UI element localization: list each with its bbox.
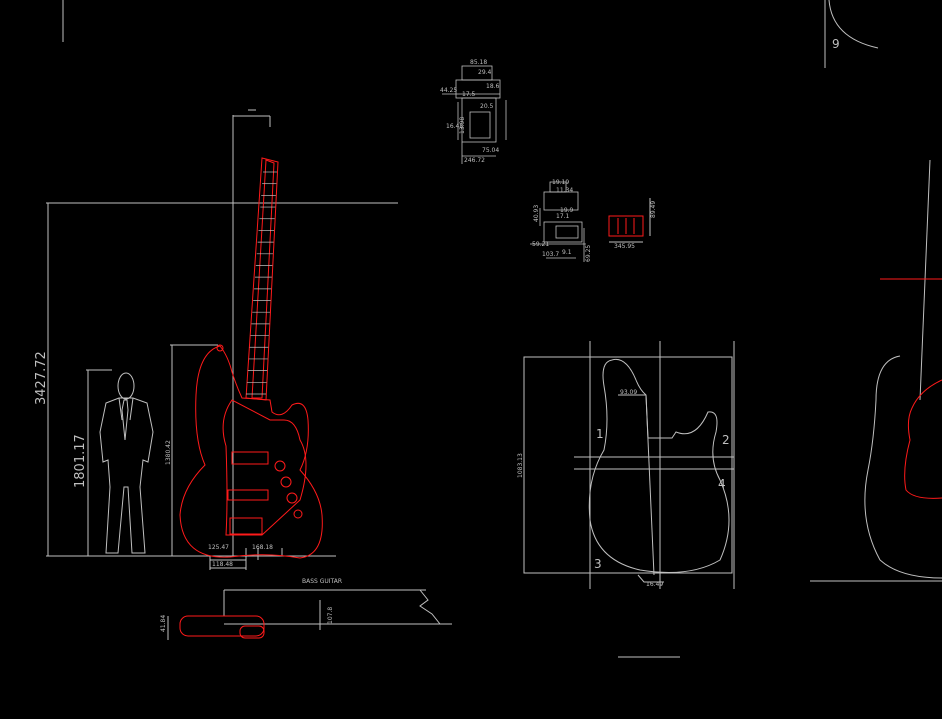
side-view-thickness-label: 41.84 <box>160 615 167 632</box>
bottom-label-1: 125.47 <box>208 544 229 551</box>
width-label: 118.48 <box>212 561 233 568</box>
body-outline-neck-label: 93.09 <box>620 389 637 396</box>
guitar-knob-3 <box>286 492 298 504</box>
side-view-heel <box>239 625 265 639</box>
guitar-jack <box>293 509 303 519</box>
top-detail-label: 85.18 <box>470 59 487 66</box>
region-number-1: 1 <box>596 427 604 441</box>
top-detail-label: 75.04 <box>482 147 499 154</box>
top-detail-label: 20.5 <box>480 103 494 110</box>
mid-detail <box>530 181 586 262</box>
bottom-label-2: 168.18 <box>252 544 273 551</box>
guitar-knob-1 <box>274 460 286 472</box>
red-detail-height-label: 89.49 <box>650 201 657 218</box>
mid-detail-box-2 <box>543 191 579 211</box>
mid-detail-label: 11.34 <box>556 187 573 194</box>
mid-detail-label: 17.1 <box>556 213 570 220</box>
mid-detail-label: 103.7 <box>542 251 559 258</box>
elevation-view <box>46 109 398 570</box>
guitar-pickup-2 <box>227 489 269 501</box>
right-partial-red-body <box>904 379 942 499</box>
top-detail-label: 13.98 <box>459 117 466 134</box>
red-detail-block <box>608 215 644 237</box>
side-view-body <box>179 615 265 637</box>
mid-detail-label: 59.21 <box>532 241 549 248</box>
red-detail <box>608 198 651 243</box>
side-view-length-label: 107.8 <box>327 607 334 624</box>
right-partial-view <box>810 159 942 582</box>
mid-detail-box-3 <box>543 221 583 243</box>
top-detail-label: 17.5 <box>462 91 476 98</box>
figure-lapels <box>118 397 134 421</box>
guitar-pickguard <box>222 399 307 536</box>
region-number-3: 3 <box>594 557 602 571</box>
mid-detail-box-4 <box>555 225 579 239</box>
top-right-number: 9 <box>832 37 840 51</box>
mid-detail-label: 19.19 <box>552 179 569 186</box>
body-outline-neck-line <box>645 394 655 576</box>
figure-body <box>99 397 154 554</box>
guitar-pickup-1 <box>231 451 269 465</box>
top-right-arc <box>828 0 879 49</box>
body-outline-bottom-dim <box>637 574 664 583</box>
human-figure <box>99 372 154 554</box>
guitar-frets <box>246 171 277 395</box>
overall-height-label: 3427.72 <box>34 351 49 405</box>
body-outline-shape <box>588 358 730 573</box>
top-detail-label: 246.72 <box>464 157 485 164</box>
figure-tie <box>121 399 129 441</box>
top-detail-box-3 <box>461 97 497 143</box>
top-detail-box-4 <box>469 111 491 139</box>
top-detail-label: 16.48 <box>446 123 463 130</box>
top-detail-label: 44.25 <box>440 87 457 94</box>
figure-head <box>117 372 135 400</box>
top-detail-label: 29.4 <box>478 69 492 76</box>
body-outline-height-label: 1083.13 <box>517 453 524 478</box>
guitar-bridge <box>229 517 263 535</box>
region-number-4: 4 <box>718 477 726 491</box>
body-outline-view <box>523 341 735 658</box>
guitar-neck <box>245 157 279 401</box>
mid-detail-label: 40.93 <box>533 205 540 222</box>
guitar-strap-button <box>216 344 224 352</box>
side-view <box>167 589 452 640</box>
body-outline-frame <box>523 356 733 574</box>
top-right-detail <box>824 0 879 68</box>
right-partial-body <box>864 355 942 579</box>
guitar-knob-2 <box>280 476 292 488</box>
figure-height-label: 1801.17 <box>73 434 88 488</box>
body-outline-bottom-label: 16.49 <box>646 581 663 588</box>
top-detail <box>442 65 507 164</box>
mid-detail-label: 69.25 <box>585 245 592 262</box>
guitar-height-label: 1380.42 <box>165 440 172 465</box>
mid-detail-label: 9.1 <box>562 249 572 256</box>
right-partial-neck <box>919 159 931 401</box>
region-number-2: 2 <box>722 433 730 447</box>
red-detail-width-label: 345.95 <box>614 243 635 250</box>
top-detail-label: 18.6 <box>486 83 500 90</box>
side-view-title: BASS GUITAR <box>302 578 342 585</box>
guitar-neck-inner <box>251 159 275 399</box>
guitar-body <box>179 345 323 559</box>
side-view-break-symbol <box>419 589 441 625</box>
bass-guitar-elevation <box>179 157 323 559</box>
mid-detail-label: 19.9 <box>560 207 574 214</box>
